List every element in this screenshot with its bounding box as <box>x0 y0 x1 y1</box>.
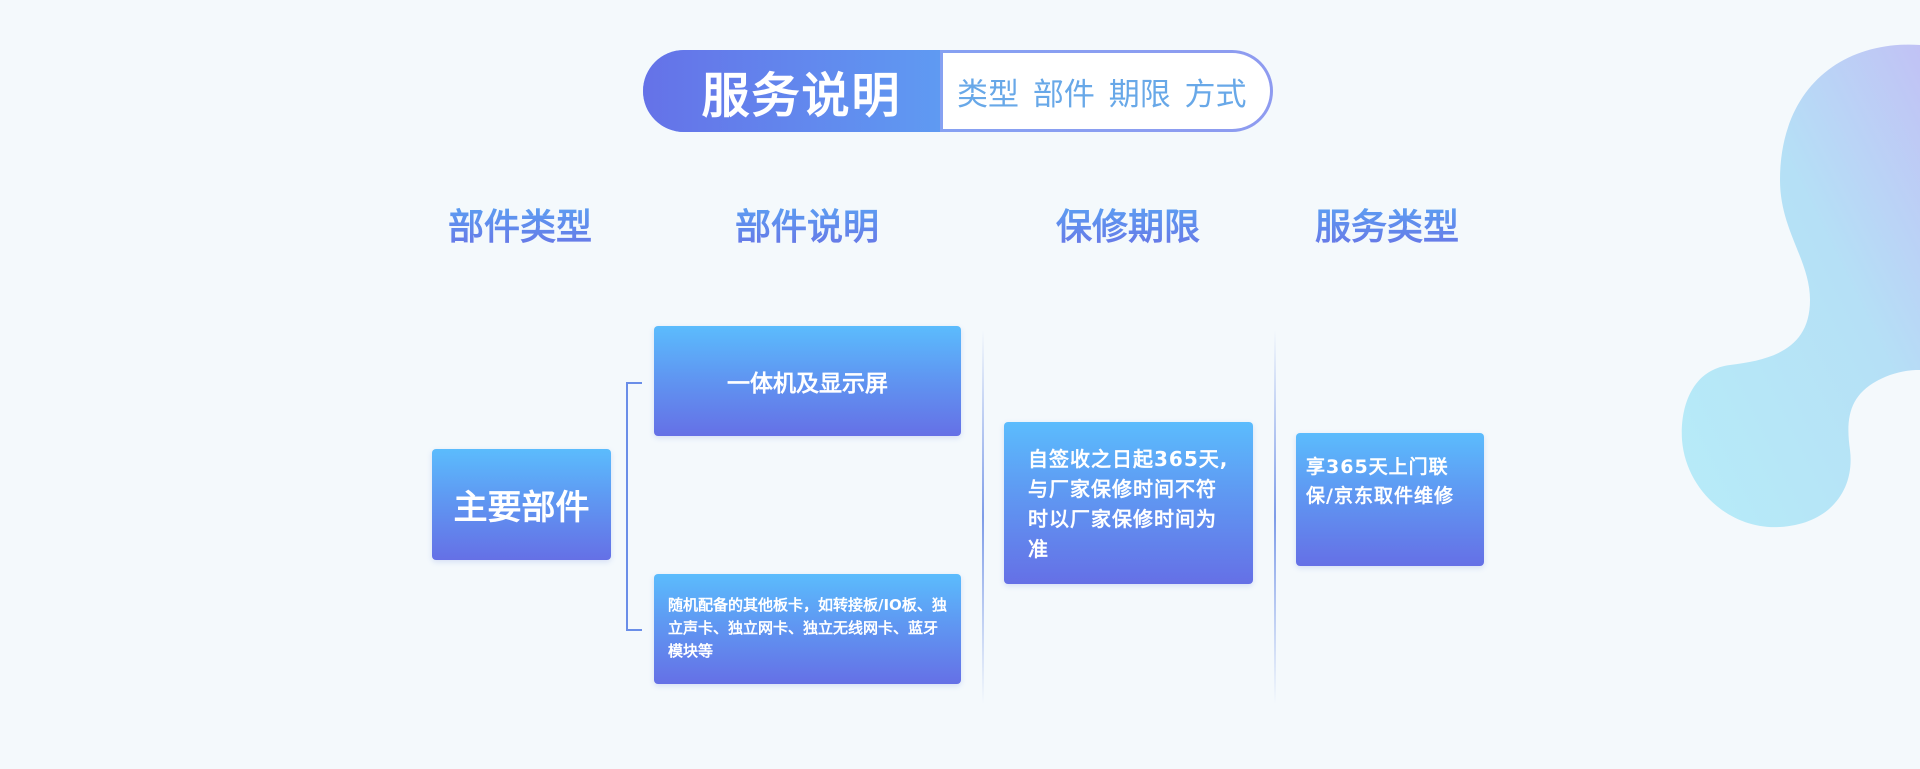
main-part-box: 主要部件 <box>432 449 611 560</box>
service-box: 享365天上门联保/京东取件维修 <box>1296 433 1484 566</box>
title-subtitle: 类型 部件 期限 方式 <box>943 53 1270 129</box>
title-main: 服务说明 <box>643 50 940 132</box>
decorative-blob <box>1681 44 1920 528</box>
title-pill: 服务说明 类型 部件 期限 方式 <box>643 50 1273 132</box>
part-display-box: 一体机及显示屏 <box>654 326 961 436</box>
header-part-desc: 部件说明 <box>687 198 927 250</box>
warranty-box: 自签收之日起365天,与厂家保修时间不符时以厂家保修时间为准 <box>1004 422 1253 584</box>
part-other-box: 随机配备的其他板卡，如转接板/IO板、独立声卡、独立网卡、独立无线网卡、蓝牙模块… <box>654 574 961 684</box>
divider <box>982 330 984 704</box>
header-part-type: 部件类型 <box>400 198 640 250</box>
header-service: 服务类型 <box>1267 198 1507 250</box>
bracket-connector <box>626 382 642 631</box>
divider <box>1274 330 1276 704</box>
header-warranty: 保修期限 <box>1008 198 1248 250</box>
